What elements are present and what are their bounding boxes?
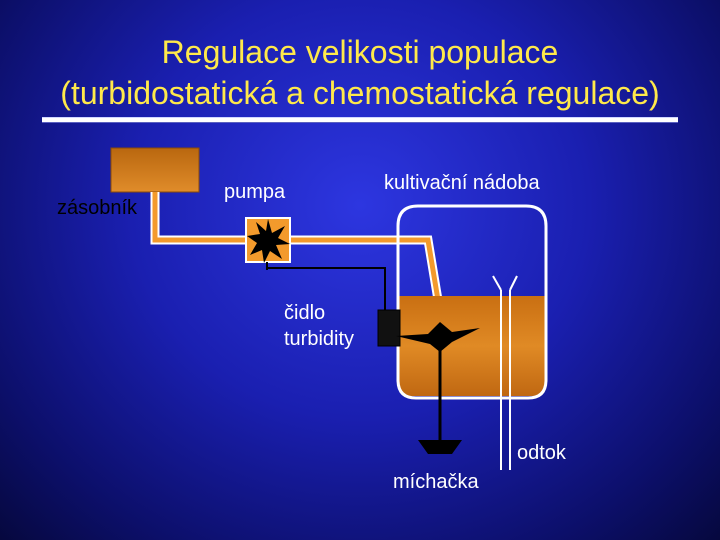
feed-tubing <box>150 192 443 301</box>
stirrer-blade-icon <box>396 322 480 352</box>
control-wire <box>267 267 386 310</box>
outlet-tube <box>492 275 518 470</box>
reservoir <box>110 147 200 193</box>
turbidity-sensor <box>377 309 401 347</box>
sensor-label: čidlo turbidity <box>284 302 355 350</box>
vessel-label: kultivační nádoba <box>384 172 540 194</box>
stirrer-motor-icon <box>418 440 462 454</box>
pump-label: pumpa <box>224 181 286 203</box>
title-divider <box>42 117 678 123</box>
outlet-label: odtok <box>517 442 566 464</box>
title-line-2: (turbidostatická a chemostatická regulac… <box>60 75 660 111</box>
reservoir-label: zásobník <box>57 197 138 219</box>
pump-rotor-icon <box>247 219 290 263</box>
culture-vessel <box>396 204 548 400</box>
pump <box>245 217 291 270</box>
stirrer <box>396 322 480 454</box>
stirrer-label: míchačka <box>393 471 479 493</box>
title-line-1: Regulace velikosti populace <box>161 34 559 70</box>
